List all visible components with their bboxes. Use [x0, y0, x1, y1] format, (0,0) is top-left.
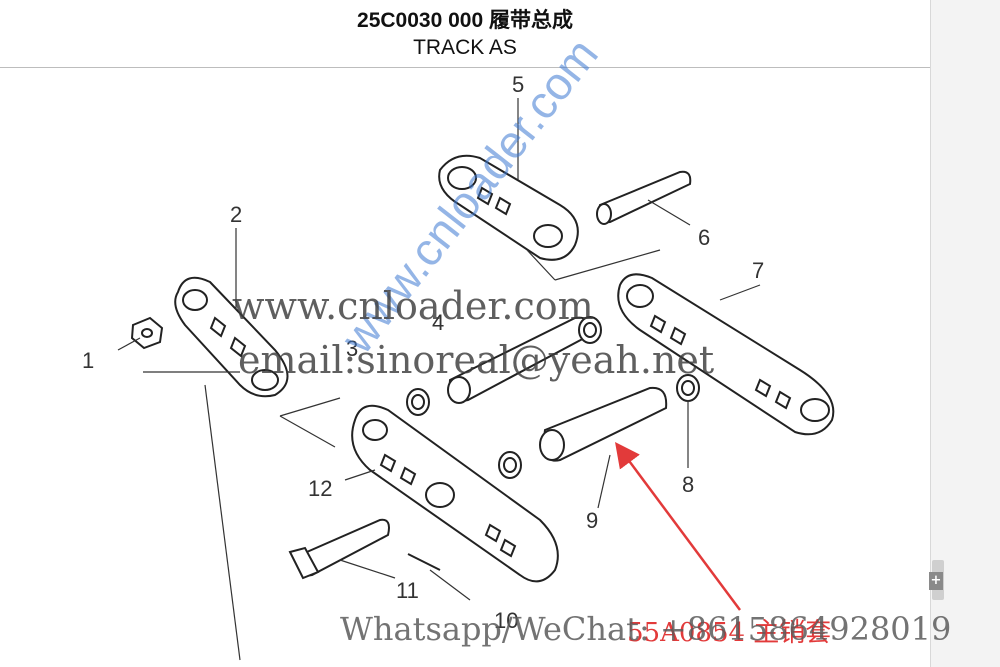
callout-9: 9: [586, 508, 598, 533]
nut-1: [130, 316, 164, 350]
part-annotation: 55A0854 主销套: [627, 612, 831, 649]
track-link-2: [174, 276, 289, 398]
callout-2: 2: [230, 202, 242, 227]
bushing-9: [539, 386, 668, 462]
watermark-contact: Whatsapp/WeChat: +8615864928019: [340, 610, 952, 648]
leader-lines: [117, 98, 761, 661]
part-number: 55A0854: [627, 618, 746, 648]
viewer-side-panel: [930, 0, 1000, 667]
track-link-7: [617, 273, 835, 436]
callout-5: 5: [512, 72, 524, 97]
callout-7: 7: [752, 258, 764, 283]
callout-1: 1: [82, 348, 94, 373]
seal-rings: [406, 316, 700, 479]
callout-12: 12: [308, 476, 332, 501]
drawing-title-code: 25C0030 000 履带总成: [357, 9, 573, 32]
bolt-11: [288, 518, 390, 580]
track-link-12: [351, 404, 559, 583]
bushing-4: [447, 316, 592, 404]
callout-11: 11: [396, 578, 419, 603]
part-name: 主销套: [753, 618, 832, 648]
callout-4: 4: [432, 310, 444, 335]
watermark-email: email:sinoreal@yeah.net: [238, 338, 715, 382]
title-divider: [0, 67, 930, 68]
callout-8: 8: [682, 472, 694, 497]
callout-numbers: 5 6 2 7 1 3 4 8 9 12 11 10: [82, 72, 764, 633]
callout-3: 3: [346, 336, 358, 361]
watermark-website: www.cnloader.com: [232, 284, 594, 328]
callout-10: 10: [494, 608, 518, 633]
drawing-title-name: TRACK AS: [413, 36, 517, 59]
cotter-pin-10: [407, 553, 441, 571]
annotation-arrow: [615, 441, 742, 611]
plus-icon[interactable]: +: [929, 572, 943, 590]
pin-6: [596, 170, 692, 225]
track-link-5: [438, 154, 579, 261]
exploded-track-diagram: 5 6 2 7 1 3 4 8 9 12 11 10: [82, 72, 835, 661]
callout-6: 6: [698, 225, 710, 250]
